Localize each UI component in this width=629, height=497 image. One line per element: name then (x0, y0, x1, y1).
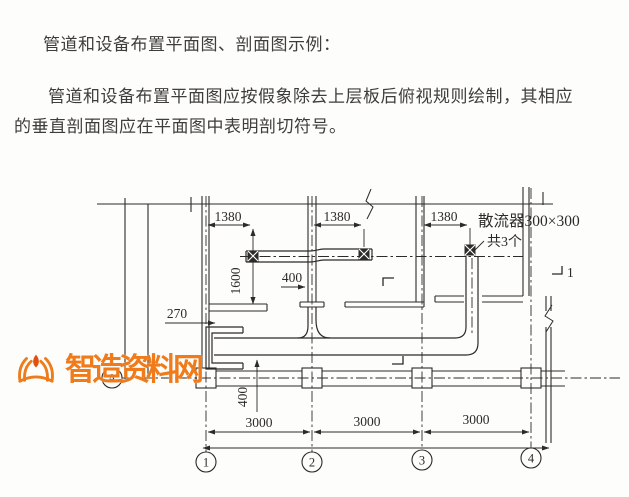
diffuser-label: 散流器300×300 (478, 212, 580, 230)
diffuser-count-label: 共3个 (487, 234, 522, 250)
dim-label-3000-2: 3000 (354, 414, 381, 429)
grid-bubble-a: A (107, 372, 116, 386)
ducts (205, 248, 479, 370)
paragraph-title: 管道和设备布置平面图、剖面图示例： (43, 35, 341, 54)
dim-label-3000-1: 3000 (246, 415, 273, 430)
grid-bubble-4: 4 (528, 452, 535, 466)
dim-label-3000-3: 3000 (463, 412, 490, 427)
dim-label-270: 270 (167, 306, 188, 321)
grid-bubbles (101, 367, 542, 473)
dim-label-400-lower: 400 (235, 387, 250, 408)
diffusers (247, 244, 476, 262)
dim-label-1600: 1600 (228, 267, 243, 294)
grid-lines (122, 188, 620, 452)
grid-bubble-3: 3 (419, 454, 425, 468)
dim-label-1380-1: 1380 (215, 209, 242, 224)
dimensions (165, 222, 550, 451)
section-cut-label: 1 (567, 265, 574, 280)
drawing-labels: 1380 1380 1380 1600 400 400 270 3000 300… (107, 209, 580, 470)
dim-label-1380-2: 1380 (324, 209, 351, 224)
grid-bubble-1: 1 (203, 456, 209, 470)
grid-bubble-2: 2 (309, 456, 315, 470)
paragraph-body: 管道和设备布置平面图应按假象除去上层板后俯视规则绘制，其相应的垂直剖面图应在平面… (14, 87, 573, 136)
dim-label-1380-3: 1380 (431, 209, 458, 224)
dim-label-400-upper: 400 (282, 270, 303, 285)
section-marks (382, 266, 563, 365)
